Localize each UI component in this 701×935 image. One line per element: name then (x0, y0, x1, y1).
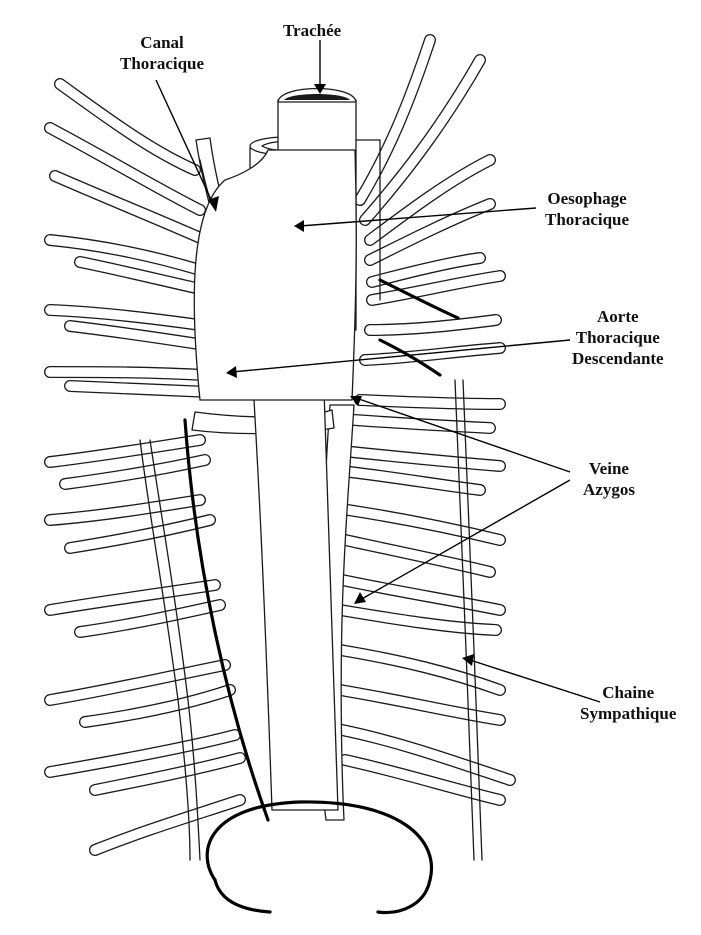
label-trachee: Trachée (283, 20, 341, 41)
left-rib-20 (95, 800, 240, 850)
right-rib-15 (342, 580, 500, 610)
right-ribs (340, 40, 510, 800)
left-rib-11 (65, 460, 205, 484)
label-aorte-thoracique-descendante: Aorte Thoracique Descendante (572, 306, 664, 369)
left-rib-10 (50, 440, 200, 462)
left-rib-9 (70, 386, 210, 392)
right-rib-9 (360, 400, 500, 404)
left-rib-8 (50, 372, 205, 375)
label-veine-azygos: Veine Azygos (583, 458, 635, 500)
left-rib-2 (50, 128, 200, 210)
left-rib-1 (60, 84, 195, 170)
right-rib-12 (350, 472, 480, 490)
right-rib-19 (342, 730, 510, 780)
right-rib-17 (340, 650, 500, 690)
label-chaine-sympathique: Chaine Sympathique (580, 682, 676, 724)
left-rib-4 (50, 240, 200, 270)
right-rib-13 (348, 510, 500, 540)
label-canal-thoracique: Canal Thoracique (120, 32, 204, 74)
label-oesophage-thoracique: Oesophage Thoracique (545, 188, 629, 230)
left-rib-3 (55, 176, 205, 240)
left-rib-13 (70, 520, 210, 548)
left-rib-15 (80, 605, 220, 632)
